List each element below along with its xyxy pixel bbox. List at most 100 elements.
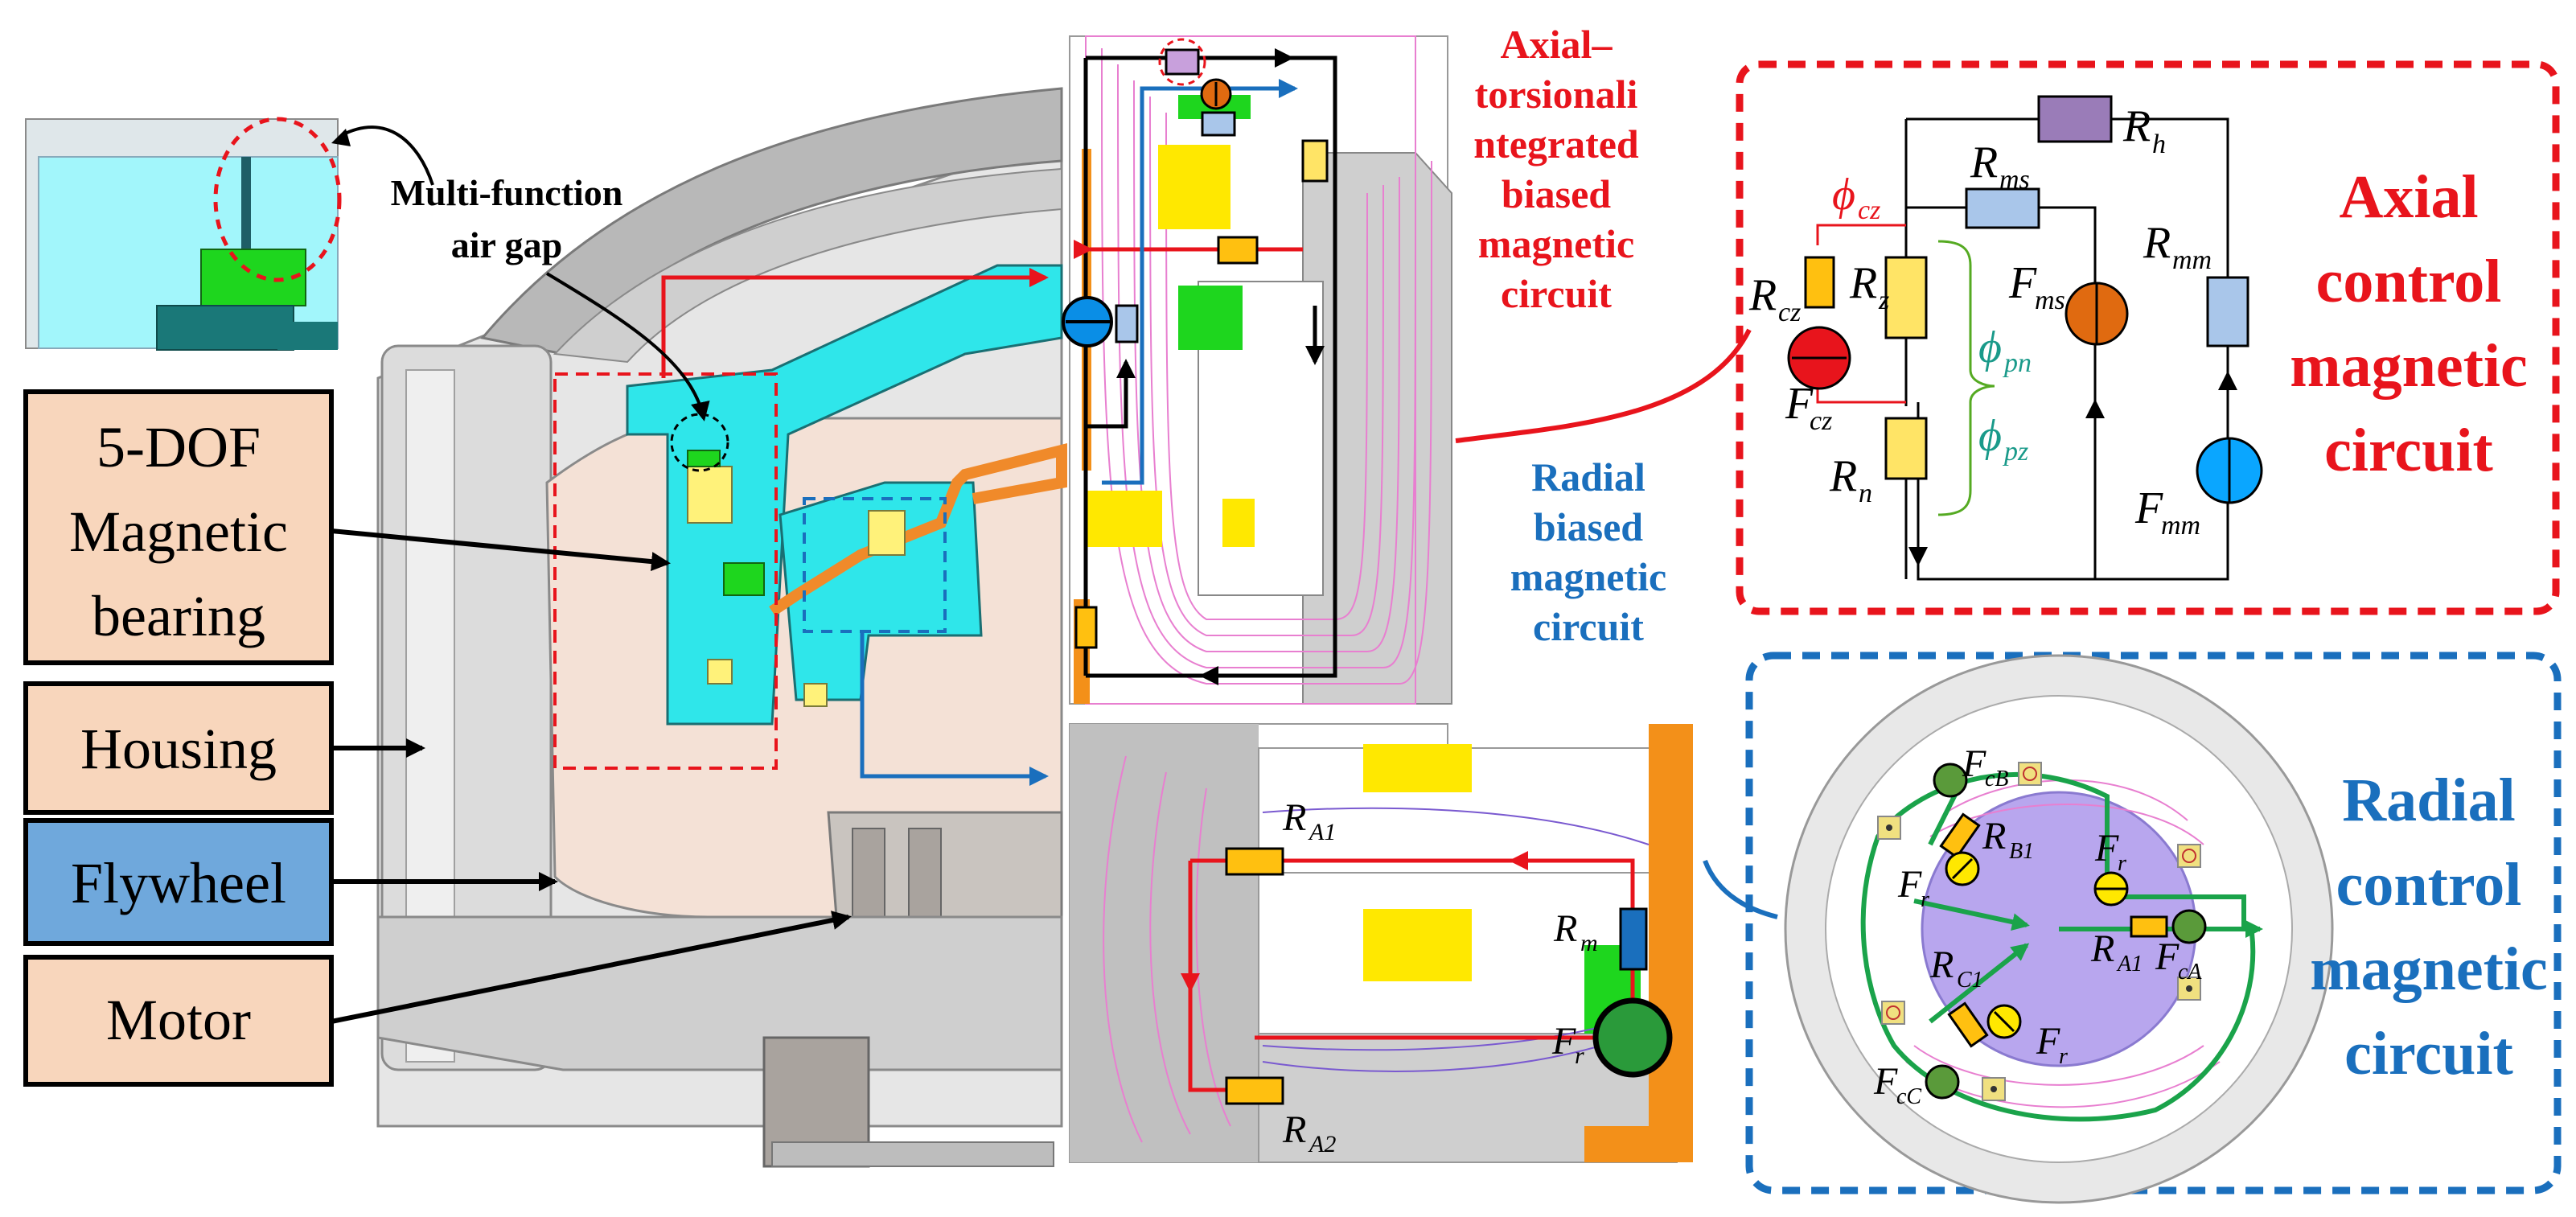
resistor-Rms bbox=[1965, 187, 2040, 229]
air-gap-label-line1: Multi-function bbox=[391, 172, 623, 213]
svg-text:cB: cB bbox=[1985, 767, 2009, 791]
label-R-A1: R bbox=[1282, 796, 1306, 839]
svg-text:ϕ: ϕ bbox=[1832, 170, 1855, 220]
svg-text:circuit: circuit bbox=[2324, 417, 2493, 484]
svg-text:Axial–: Axial– bbox=[1501, 22, 1613, 67]
svg-text:R: R bbox=[1829, 451, 1857, 501]
svg-text:F: F bbox=[1785, 379, 1814, 429]
svg-text:circuit: circuit bbox=[2344, 1020, 2513, 1087]
svg-text:Radial: Radial bbox=[1531, 454, 1645, 500]
svg-text:R: R bbox=[2122, 101, 2151, 151]
axial-control-title: Axial control magnetic circuit bbox=[2290, 163, 2527, 484]
radial-circuit-symbols: F cB R B1 F r F r R A1 F cA R C1 F r F c… bbox=[1873, 742, 2202, 1109]
svg-text:cz: cz bbox=[1778, 298, 1801, 327]
air-gap-zoom-circle bbox=[213, 117, 342, 282]
resistor-Rcz bbox=[1804, 256, 1835, 309]
svg-text:F: F bbox=[1873, 1060, 1898, 1103]
radial-flow-arrow bbox=[860, 631, 1049, 786]
radial-control-panel bbox=[1745, 652, 2562, 1204]
svg-text:ms: ms bbox=[2035, 286, 2065, 315]
label-flywheel: Flywheel bbox=[23, 818, 334, 946]
axial-flow-arrow bbox=[661, 268, 1049, 378]
resistor-Rh bbox=[2037, 95, 2113, 143]
label-R-A2: R bbox=[1282, 1108, 1306, 1151]
label-F-r-radial: F bbox=[1551, 1020, 1576, 1063]
svg-text:magnetic: magnetic bbox=[1478, 221, 1634, 266]
svg-text:Housing: Housing bbox=[80, 717, 277, 781]
svg-text:ntegrated: ntegrated bbox=[1473, 121, 1639, 167]
svg-text:magnetic: magnetic bbox=[2290, 332, 2527, 400]
svg-text:cC: cC bbox=[1896, 1084, 1921, 1109]
svg-text:r: r bbox=[2059, 1044, 2068, 1069]
label-R-A2-sub: A2 bbox=[1308, 1131, 1336, 1157]
svg-text:circuit: circuit bbox=[1501, 271, 1612, 316]
svg-text:F: F bbox=[2094, 827, 2119, 870]
svg-text:n: n bbox=[1859, 479, 1872, 508]
svg-text:r: r bbox=[2118, 851, 2126, 876]
air-gap-label-line2: air gap bbox=[451, 224, 562, 265]
svg-text:control: control bbox=[2316, 248, 2502, 315]
svg-text:cA: cA bbox=[2178, 960, 2202, 985]
svg-text:F: F bbox=[2134, 483, 2163, 533]
label-motor: Motor bbox=[23, 955, 334, 1087]
label-F-r-radial-sub: r bbox=[1575, 1042, 1584, 1069]
label-R-m: R bbox=[1553, 907, 1577, 950]
svg-text:Axial: Axial bbox=[2339, 163, 2478, 231]
svg-text:pz: pz bbox=[2003, 437, 2028, 467]
svg-text:r: r bbox=[1921, 887, 1929, 912]
svg-text:F: F bbox=[1962, 742, 1986, 785]
svg-text:ms: ms bbox=[1999, 165, 2030, 195]
axial-connector bbox=[1455, 328, 1752, 443]
svg-text:z: z bbox=[1878, 286, 1889, 315]
radial-flux-panel bbox=[1069, 723, 1693, 1163]
svg-text:R: R bbox=[1970, 138, 1998, 187]
svg-text:magnetic: magnetic bbox=[1510, 554, 1666, 599]
svg-text:R: R bbox=[2090, 927, 2114, 970]
svg-text:mm: mm bbox=[2161, 511, 2200, 541]
resistor-Rmm bbox=[2206, 276, 2249, 347]
label-housing: Housing bbox=[23, 681, 334, 815]
svg-text:cz: cz bbox=[1858, 195, 1880, 225]
svg-text:A1: A1 bbox=[2116, 952, 2143, 976]
svg-text:magnetic: magnetic bbox=[2310, 935, 2547, 1003]
svg-text:F: F bbox=[2155, 935, 2180, 978]
svg-text:R: R bbox=[1748, 270, 1777, 320]
svg-text:ϕ: ϕ bbox=[1978, 323, 2002, 372]
svg-text:F: F bbox=[1897, 863, 1922, 906]
flux-brace bbox=[1937, 240, 1995, 516]
svg-text:Motor: Motor bbox=[106, 988, 251, 1052]
svg-text:circuit: circuit bbox=[1533, 604, 1644, 649]
svg-text:bearing: bearing bbox=[92, 584, 265, 648]
svg-text:control: control bbox=[2336, 851, 2522, 919]
radial-green-flux bbox=[1860, 771, 2256, 1122]
label-R-A1-sub: A1 bbox=[1308, 819, 1336, 845]
svg-text:biased: biased bbox=[1534, 504, 1643, 549]
svg-text:pn: pn bbox=[2003, 348, 2032, 378]
svg-text:Flywheel: Flywheel bbox=[71, 851, 286, 915]
air-gap-pointer bbox=[545, 272, 710, 421]
motor-pointer bbox=[331, 911, 852, 1024]
radial-connector bbox=[1703, 859, 1778, 919]
axial-bearing-stator bbox=[626, 264, 1063, 726]
svg-text:R: R bbox=[1929, 944, 1954, 986]
svg-text:cz: cz bbox=[1810, 406, 1832, 436]
svg-text:mm: mm bbox=[2172, 245, 2212, 275]
resistor-Rz bbox=[1884, 256, 1928, 339]
label-R-m-sub: m bbox=[1580, 930, 1598, 956]
radial-control-title: Radial control magnetic circuit bbox=[2310, 767, 2547, 1087]
top-ring-mid bbox=[553, 167, 1062, 364]
svg-text:biased: biased bbox=[1502, 171, 1611, 216]
axial-control-panel bbox=[1736, 60, 2560, 615]
axial-flux-panel bbox=[1062, 35, 1452, 705]
air-gap-inset bbox=[25, 117, 434, 351]
radial-biased-label: Radial biased magnetic circuit bbox=[1510, 454, 1666, 649]
axial-circuit-symbols: R h R ms ϕ cz R cz R z F cz F ms R mm ϕ … bbox=[1748, 101, 2212, 541]
svg-text:h: h bbox=[2152, 130, 2166, 159]
svg-text:F: F bbox=[2008, 258, 2037, 308]
resistor-Rn bbox=[1884, 417, 1928, 480]
svg-text:R: R bbox=[2143, 218, 2171, 268]
svg-text:R: R bbox=[1849, 258, 1877, 308]
svg-text:5-DOF: 5-DOF bbox=[97, 415, 261, 479]
bearing-pointer bbox=[331, 528, 671, 572]
